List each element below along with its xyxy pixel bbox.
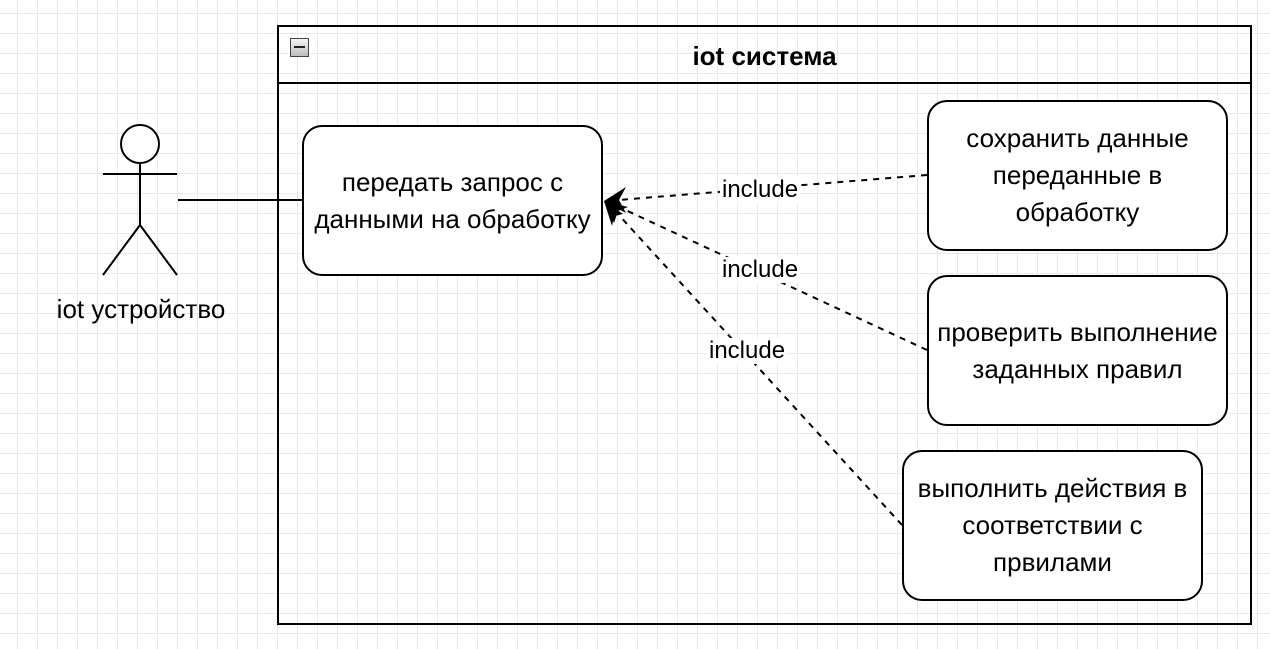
arrowhead-icon — [604, 187, 628, 226]
system-header: iot система — [279, 27, 1250, 84]
actor-stick-figure-icon — [102, 124, 178, 276]
system-boundary: iot система — [277, 25, 1252, 625]
actor-label: iot устройство — [56, 294, 226, 324]
include-label-execute: include — [707, 337, 788, 364]
usecase-send-request[interactable]: передать запрос с данными на обработку — [302, 125, 603, 276]
usecase-save-data[interactable]: сохранить данные переданные в обработку — [927, 100, 1228, 251]
usecase-check-rules[interactable]: проверить выполнение заданных правил — [927, 275, 1228, 426]
include-label-save: include — [720, 176, 801, 203]
system-title: iot система — [692, 41, 837, 71]
collapse-icon[interactable] — [290, 38, 309, 57]
usecase-execute-actions[interactable]: выполнить действия в соответствии с први… — [902, 450, 1203, 601]
include-label-check: include — [720, 256, 801, 283]
